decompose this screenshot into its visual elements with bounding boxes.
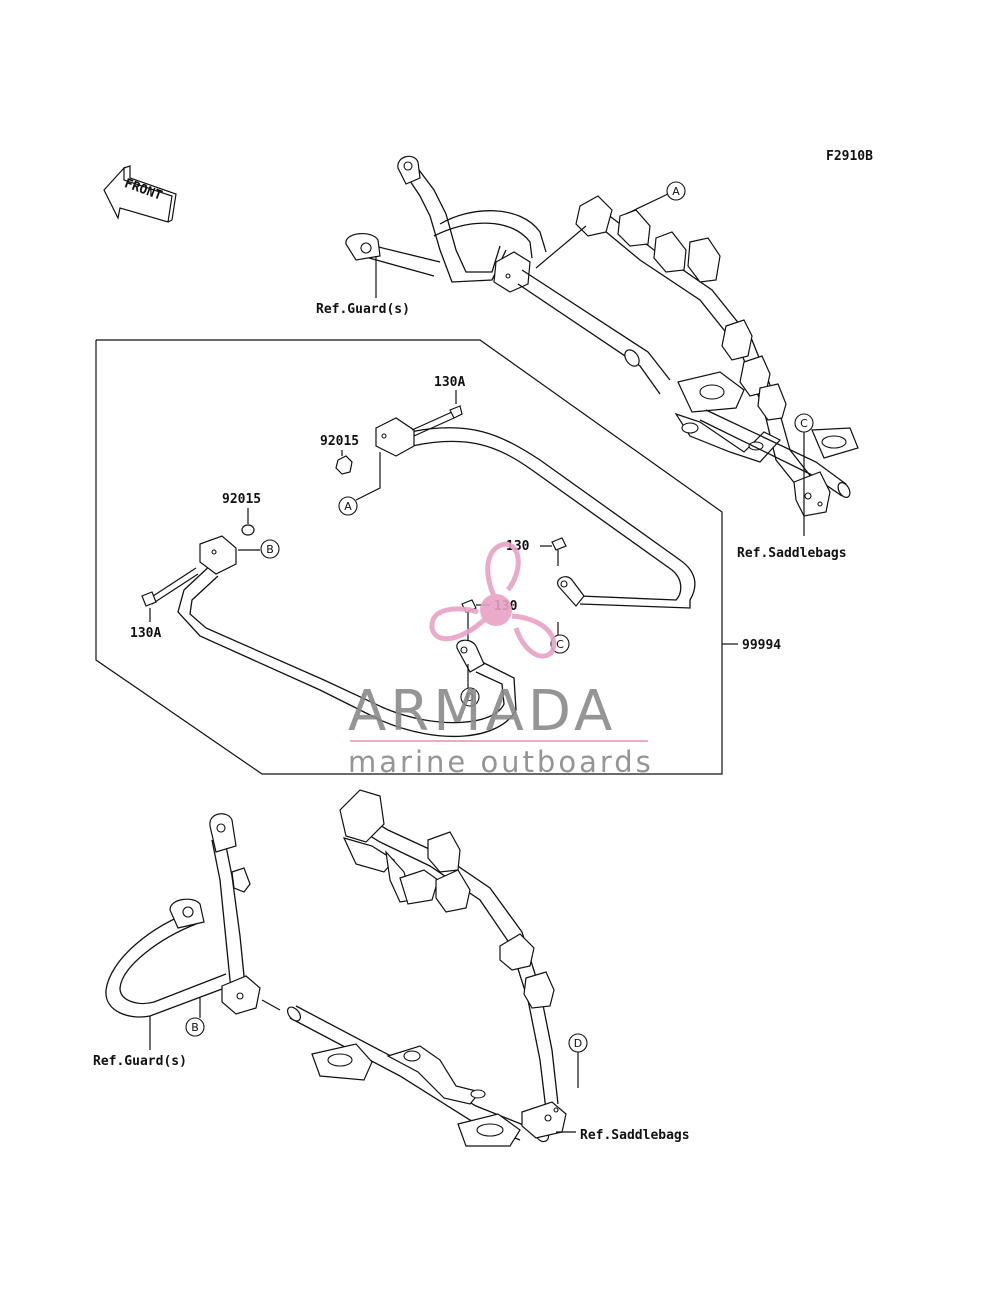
nut-92015-top-icon bbox=[335, 455, 353, 475]
marker-b-bottom: B bbox=[185, 1017, 205, 1037]
nut-92015-left-callout: 92015 bbox=[222, 492, 261, 507]
bottom-guard-callout: Ref.Guard(s) bbox=[93, 1054, 187, 1069]
bolt-130a-left-callout: 130A bbox=[130, 626, 161, 641]
marker-c-top: C bbox=[794, 413, 814, 433]
marker-a-top: A bbox=[666, 181, 686, 201]
marker-b-kit: B bbox=[260, 539, 280, 559]
marker-a-kit: A bbox=[338, 496, 358, 516]
bottom-guard-assembly bbox=[105, 789, 567, 1147]
svg-text:D: D bbox=[574, 1037, 582, 1050]
top-guard-callout: Ref.Guard(s) bbox=[316, 302, 410, 317]
watermark-brand: ARMADA bbox=[348, 679, 616, 744]
bottom-saddlebags-callout: Ref.Saddlebags bbox=[580, 1128, 690, 1143]
top-saddlebags-callout: Ref.Saddlebags bbox=[737, 546, 847, 561]
kit-guard-bar-upper bbox=[375, 417, 696, 609]
nut-92015-left-icon bbox=[241, 524, 255, 536]
nut-92015-top-callout: 92015 bbox=[320, 434, 359, 449]
top-guard-assembly bbox=[345, 155, 859, 517]
svg-text:C: C bbox=[556, 638, 564, 651]
bolt-130a-top-icon bbox=[411, 405, 463, 437]
diagram-code: F2910B bbox=[826, 149, 873, 164]
svg-text:A: A bbox=[672, 185, 680, 198]
svg-text:C: C bbox=[800, 417, 808, 430]
svg-text:B: B bbox=[191, 1021, 199, 1034]
bolt-130-top-callout: 130 bbox=[506, 539, 530, 554]
bolt-130a-left-icon bbox=[141, 567, 199, 607]
marker-d-kit: D bbox=[460, 687, 480, 707]
marker-d-bottom: D bbox=[568, 1033, 588, 1053]
propeller-icon bbox=[429, 541, 557, 659]
bolt-130-top-icon bbox=[551, 537, 567, 566]
kit-outline bbox=[95, 339, 723, 775]
armada-logo: ARMADA marine outboards bbox=[348, 541, 654, 779]
svg-text:B: B bbox=[266, 543, 274, 556]
svg-text:A: A bbox=[344, 500, 352, 513]
front-arrow-icon: FRONT bbox=[103, 165, 177, 223]
kit-part-number: 99994 bbox=[742, 638, 781, 653]
svg-text:D: D bbox=[466, 691, 474, 704]
kit-guard-bar-lower bbox=[177, 535, 517, 737]
watermark-tagline: marine outboards bbox=[348, 745, 654, 779]
bolt-130a-top-callout: 130A bbox=[434, 375, 465, 390]
